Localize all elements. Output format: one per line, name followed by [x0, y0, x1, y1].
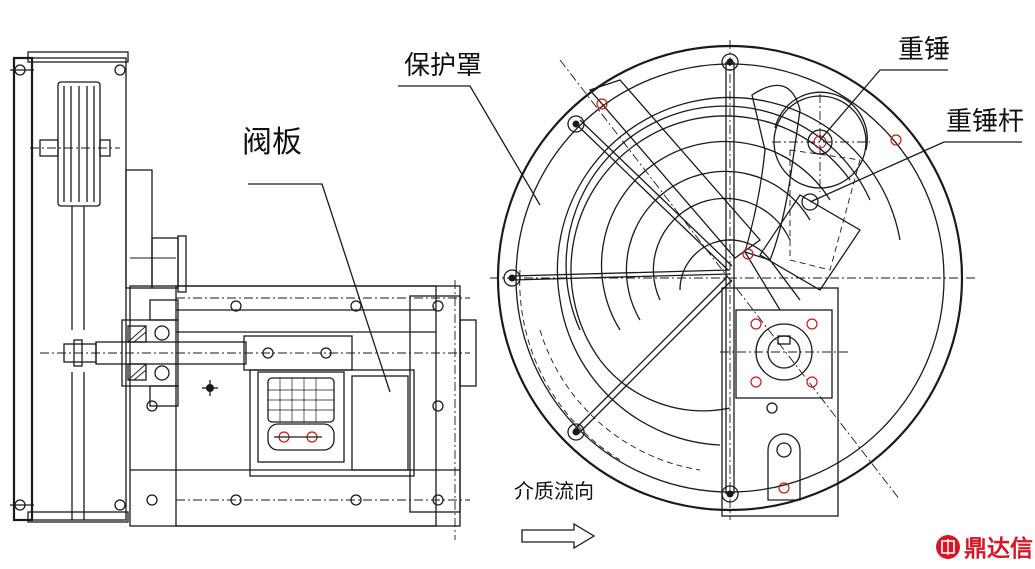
- main-shaft: [40, 339, 470, 367]
- heavy-hammer: [772, 91, 870, 192]
- label-valve-plate: 阀板: [242, 125, 302, 160]
- flange-bolts: [146, 300, 444, 506]
- hammer-rod: [742, 84, 861, 311]
- valve-plate: [249, 369, 415, 477]
- label-flow-direction: 介质流向: [514, 479, 594, 503]
- front-view: [490, 40, 975, 520]
- label-protective-cover: 保护罩: [404, 51, 482, 81]
- leader-lines: [248, 69, 1022, 393]
- flow-arrow-icon: [521, 522, 596, 550]
- valve-body-frame: [129, 280, 477, 540]
- leader-protective-cover: [398, 85, 541, 206]
- leader-hammer-rod: [809, 141, 1022, 203]
- brand-logo: 鼎达信: [936, 535, 1033, 562]
- support-rods: [511, 62, 735, 494]
- label-heavy-hammer: 重锤: [898, 35, 950, 65]
- cover-bolts: [503, 53, 739, 503]
- guard-edge: [12, 56, 34, 522]
- leader-valve-plate: [248, 183, 391, 393]
- brand-logo-text: 鼎达信: [964, 535, 1033, 562]
- spiral-arcs: [519, 96, 901, 471]
- pulley: [30, 81, 120, 207]
- leader-heavy-hammer: [819, 69, 948, 141]
- label-hammer-rod: 重锤杆: [946, 107, 1024, 137]
- side-view: [10, 51, 477, 540]
- hub-block: [720, 287, 850, 517]
- guard-body: [31, 57, 127, 521]
